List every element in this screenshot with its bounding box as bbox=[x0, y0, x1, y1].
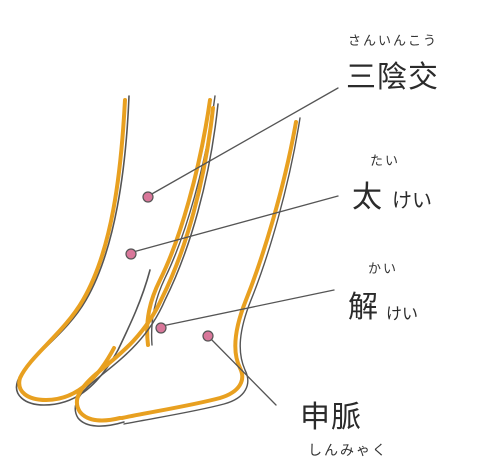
front-leg-back-pencil bbox=[123, 117, 301, 425]
acupoint-dot-shenmai bbox=[202, 330, 214, 342]
taixi-furigana: たい bbox=[370, 154, 401, 169]
leader-line-sanyinjiao bbox=[149, 87, 339, 196]
jiexi-kanji: 解 bbox=[348, 290, 379, 325]
taixi-kana: けい bbox=[392, 188, 432, 212]
front-leg-back-outline bbox=[120, 120, 298, 420]
back-leg-shin-outline bbox=[17, 98, 127, 402]
jiexi-kana: けい bbox=[386, 304, 419, 323]
acupoint-dots bbox=[125, 191, 214, 342]
leader-lines bbox=[132, 87, 339, 406]
front-leg-shin-pencil bbox=[74, 103, 219, 427]
front-leg-shin-outline bbox=[74, 106, 215, 423]
leader-line-jiexi bbox=[161, 289, 335, 327]
shenmai-furigana: しんみゃく bbox=[308, 443, 388, 459]
leader-line-shenmai bbox=[207, 335, 277, 406]
back-leg-shin-outline-pencil bbox=[15, 95, 151, 406]
front-leg bbox=[74, 103, 301, 427]
leader-line-taixi bbox=[132, 195, 339, 253]
shenmai-kanji: 申脈 bbox=[300, 400, 362, 435]
back-leg-calf-outline bbox=[145, 98, 212, 347]
acupoint-dot-sanyinjiao bbox=[142, 191, 154, 203]
acupoint-dot-jiexi bbox=[155, 322, 167, 334]
sanyinjiao-furigana: さんいんこう bbox=[348, 34, 439, 49]
jiexi-furigana: かい bbox=[368, 262, 399, 277]
taixi-kanji: 太 bbox=[352, 180, 383, 215]
acupoint-dot-taixi bbox=[125, 248, 137, 260]
sanyinjiao-label: 三陰交 bbox=[346, 60, 439, 95]
